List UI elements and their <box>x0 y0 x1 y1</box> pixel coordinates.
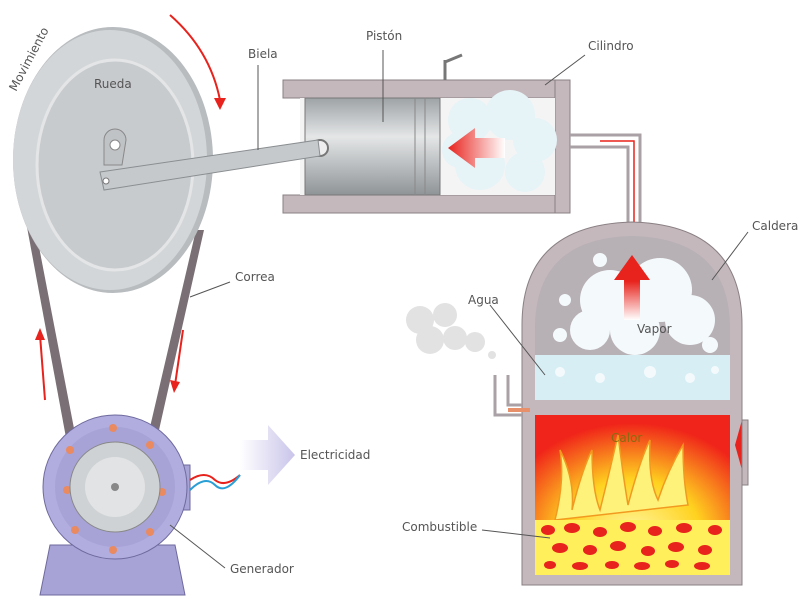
label-piston: Pistón <box>366 29 402 43</box>
label-caldera: Caldera <box>752 219 798 233</box>
label-cilindro: Cilindro <box>588 39 634 53</box>
generator <box>39 414 241 596</box>
label-combustible: Combustible <box>402 520 477 534</box>
vapor-arrow <box>614 255 650 320</box>
connecting-rod <box>99 139 321 191</box>
piston <box>304 97 441 196</box>
label-agua: Agua <box>468 293 499 307</box>
label-electricidad: Electricidad <box>300 448 370 462</box>
boiler <box>493 221 749 586</box>
belt <box>22 200 204 470</box>
fuel-coals <box>541 522 722 570</box>
piston-push-arrow <box>448 128 505 168</box>
steam-pipe <box>570 133 642 245</box>
label-biela: Biela <box>248 47 278 61</box>
label-correa: Correa <box>235 270 275 284</box>
water <box>535 355 730 400</box>
wheel <box>13 27 213 293</box>
leader-lines <box>169 50 749 569</box>
exhaust-smoke <box>406 303 496 359</box>
electricity-arrow <box>240 425 295 485</box>
label-calor: Calor <box>611 431 642 445</box>
label-vapor: Vapor <box>637 322 672 336</box>
motion-arrows <box>35 14 226 401</box>
label-rueda: Rueda <box>94 77 132 91</box>
label-generador: Generador <box>230 562 294 576</box>
